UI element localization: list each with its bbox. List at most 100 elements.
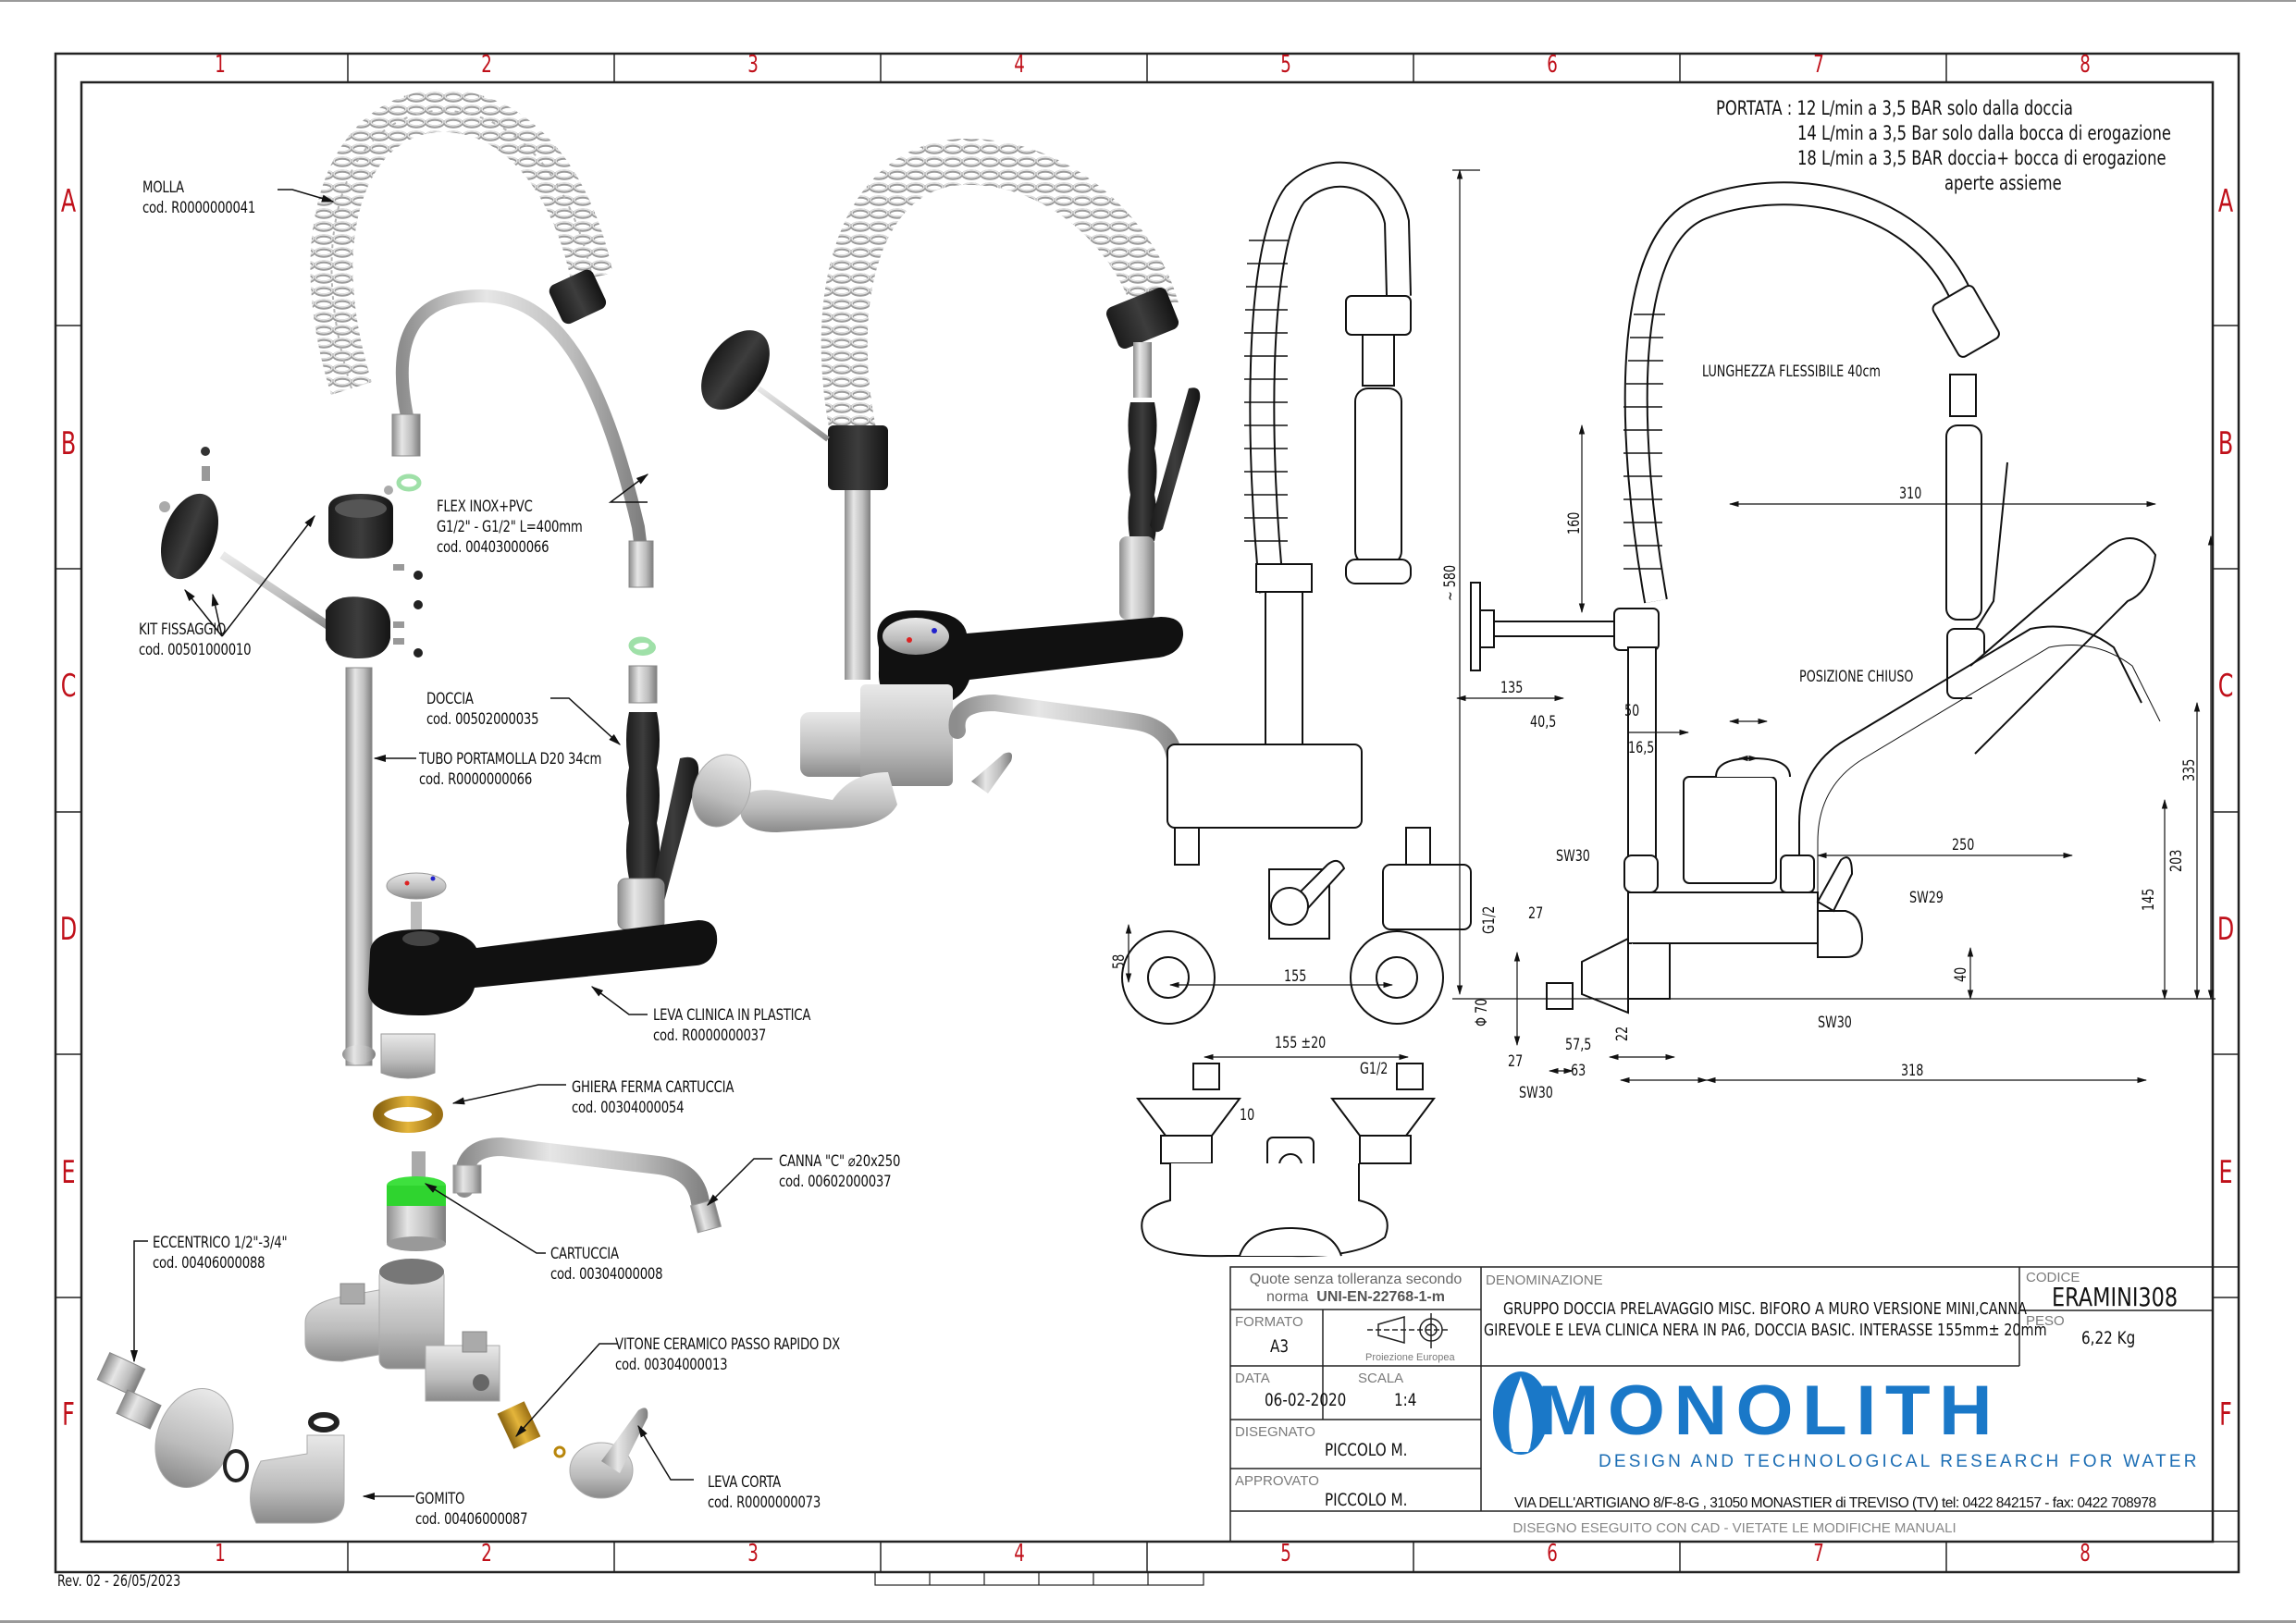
column-label-top: 4 [1014,51,1025,79]
row-label-right: E [2218,1154,2233,1191]
row-label-right: D [2216,911,2235,948]
format-value: A3 [1270,1336,1290,1357]
dim-interaxis-tolerance: 155 ±20 [1275,1034,1327,1052]
flex-length-label: LUNGHEZZA FLESSIBILE 40cm [1702,363,1881,381]
spout-part [454,1137,719,1228]
company-name: MONOLITH [1537,1371,2002,1450]
dim-335: 335 [2180,758,2199,781]
date-value: 06-02-2020 [1265,1390,1347,1410]
dim-27-bottom: 27 [1508,1052,1524,1071]
row-label-right: F [2219,1396,2232,1433]
projection-label: Proiezione Europea [1365,1352,1455,1363]
dim-interaxis: 155 [1284,967,1307,986]
title-block-frame [1229,1266,2240,1543]
column-label-top: 8 [2080,51,2091,79]
mixer-body-part [304,1259,500,1402]
page-edge-bottom [0,1620,2296,1623]
weight-label: PESO [2026,1313,2065,1329]
wrench-size-sw30-mid: SW30 [1818,1014,1852,1032]
dim-310: 310 [1899,485,1922,503]
denomination-line-2: GIREVOLE E LEVA CLINICA NERA IN PA6, DOC… [1484,1321,2047,1340]
denomination-line-1: GRUPPO DOCCIA PRELAVAGGIO MISC. BIFORO A… [1503,1299,2027,1319]
dim-offset: 10 [1240,1106,1255,1125]
column-label-top: 1 [215,51,226,79]
column-label-bottom: 3 [747,1540,759,1568]
monolith-logo-icon [1493,1371,1549,1455]
row-label-left: F [62,1396,75,1433]
eccentric-part [96,1351,162,1430]
row-label-left: B [60,425,77,462]
column-label-top: 7 [1813,51,1824,79]
dim-22: 22 [1613,1026,1632,1041]
dim-40: 40 [1952,966,1970,982]
dim-203: 203 [2167,849,2186,872]
weight-value: 6,22 Kg [2081,1328,2136,1348]
spring-cap [549,269,607,325]
denomination-label: DENOMINAZIONE [1486,1273,1603,1288]
row-label-right: C [2217,668,2234,705]
short-lever-part [569,1408,648,1499]
closed-position-label: POSIZIONE CHIUSO [1799,668,1914,686]
column-label-top: 5 [1280,51,1291,79]
shower-part [617,639,699,930]
flow-rate-line: 12 L/min a 3,5 BAR solo dalla doccia [1796,97,2073,119]
company-tagline: DESIGN AND TECHNOLOGICAL RESEARCH FOR WA… [1599,1452,2200,1471]
rosette-part [154,1388,234,1488]
elbow-part [250,1434,345,1524]
wrench-size-sw29: SW29 [1909,889,1944,907]
retainer-ring-part [373,1096,443,1133]
front-elevation [1121,161,1472,1258]
dim-16-5: 16,5 [1628,739,1655,757]
ceramic-valve-part [497,1401,566,1458]
cartridge-part [387,1151,446,1251]
scale-value: 1:4 [1394,1390,1417,1410]
company-address: VIA DELL'ARTIGIANO 8/F-8-G , 31050 MONAS… [1514,1495,2156,1511]
row-label-left: C [60,668,77,705]
assembled-view [692,138,1201,832]
column-label-bottom: 1 [215,1540,226,1568]
dim-phi70: Φ 70 [1473,998,1491,1027]
side-elevation [1470,181,2161,1014]
dim-40-5: 40,5 [1530,713,1557,732]
column-label-bottom: 2 [481,1540,492,1568]
tolerance-note: Quote senza tolleranza secondo norma UNI… [1249,1272,1463,1305]
dim-135: 135 [1500,679,1524,697]
date-label: DATA [1235,1371,1270,1386]
dim-318: 318 [1901,1062,1924,1080]
flow-rate-line: 18 L/min a 3,5 BAR doccia+ bocca di erog… [1797,147,2166,169]
format-label: FORMATO [1235,1314,1303,1330]
clinical-lever-part [368,872,718,1015]
cad-note: DISEGNO ESEGUITO CON CAD - VIETATE LE MO… [1512,1520,1957,1536]
dim-250: 250 [1952,836,1975,855]
column-label-top: 6 [1547,51,1558,79]
flow-rate-note: PORTATA : 12 L/min a 3,5 BAR solo dalla … [1716,96,2073,121]
drawn-label: DISEGNATO [1235,1424,1315,1440]
dim-50: 50 [1624,702,1640,720]
spring-part [310,89,613,395]
row-label-right: B [2217,425,2234,462]
part-callout-eccentrico: ECCENTRICO 1/2"-3/4"cod. 00406000088 [153,1234,288,1273]
dim-g12: G1/2 [1480,905,1499,934]
approved-label: APPROVATO [1235,1473,1319,1489]
flow-rate-label: PORTATA : [1716,97,1793,119]
column-label-bottom: 8 [2080,1540,2091,1568]
dim-58: 58 [1110,953,1129,969]
row-label-left: D [59,911,78,948]
tube-part [345,667,373,1066]
flex-hose-part [395,289,649,571]
column-label-top: 3 [747,51,759,79]
drawn-by: PICCOLO M. [1325,1440,1408,1460]
dim-160: 160 [1565,511,1584,535]
column-label-bottom: 4 [1014,1540,1025,1568]
